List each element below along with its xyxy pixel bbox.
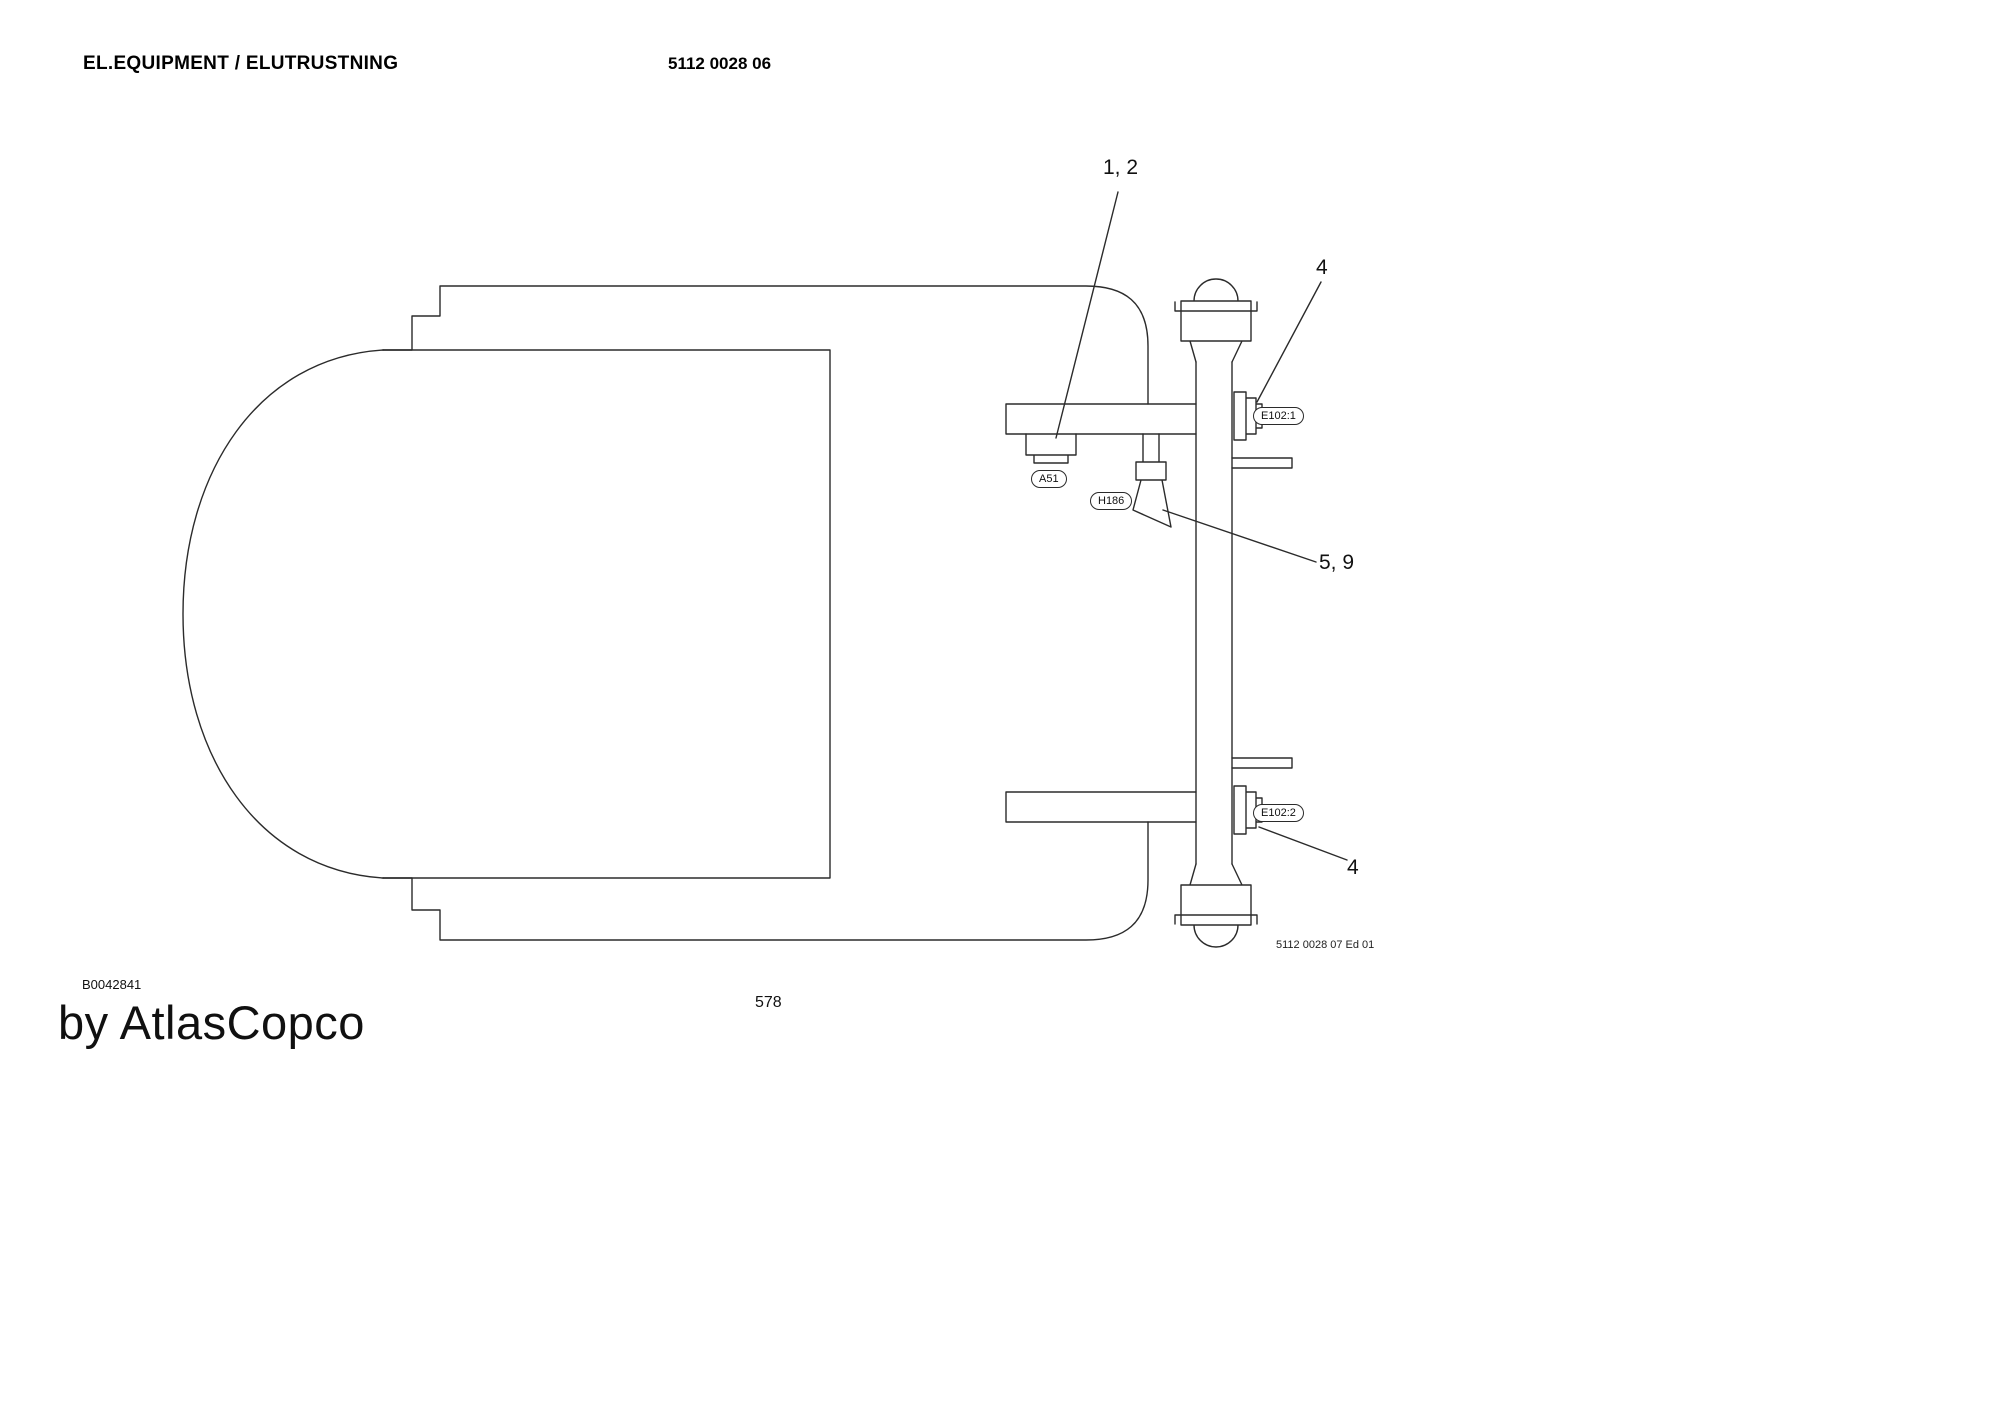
sensor-a51-body	[1025, 433, 1077, 464]
machine-body-top-outline	[382, 285, 1149, 405]
figure-code: B0042841	[82, 977, 142, 992]
leader-line-5-9	[1162, 509, 1317, 563]
front-arc-outline	[182, 349, 384, 879]
horn-h186-body	[1132, 433, 1172, 528]
component-tag-e102-2: E102:2	[1253, 804, 1304, 822]
drawing-edition-note: 5112 0028 07 Ed 01	[1276, 939, 1375, 951]
component-tag-h186: H186	[1090, 492, 1133, 510]
axle-column	[1195, 361, 1233, 865]
platform-outline	[382, 349, 831, 879]
component-tag-a51: A51	[1031, 470, 1067, 488]
leader-line-1-2	[1055, 191, 1119, 439]
page-number: 578	[755, 994, 782, 1011]
callout-item-4-bottom: 4	[1347, 856, 1359, 879]
callout-items-5-9: 5, 9	[1319, 551, 1355, 574]
leader-line-4-bottom	[1258, 826, 1348, 861]
wheel-unit-top	[1174, 278, 1258, 363]
axle-arm-bottom	[1005, 791, 1197, 823]
flange-bottom	[1231, 757, 1293, 769]
callout-items-1-2: 1, 2	[1103, 156, 1139, 179]
flange-top	[1231, 457, 1293, 469]
axle-arm-top	[1005, 403, 1197, 435]
callout-item-4-top: 4	[1316, 256, 1328, 279]
brand-watermark: by AtlasCopco	[58, 996, 365, 1049]
component-tag-e102-1: E102:1	[1253, 407, 1304, 425]
machine-body-bottom-outline	[382, 821, 1149, 941]
wheel-unit-bottom	[1174, 863, 1258, 948]
leader-line-4-top	[1256, 281, 1322, 403]
document-number: 5112 0028 06	[668, 54, 772, 73]
page-title: EL.EQUIPMENT / ELUTRUSTNING	[83, 53, 399, 74]
